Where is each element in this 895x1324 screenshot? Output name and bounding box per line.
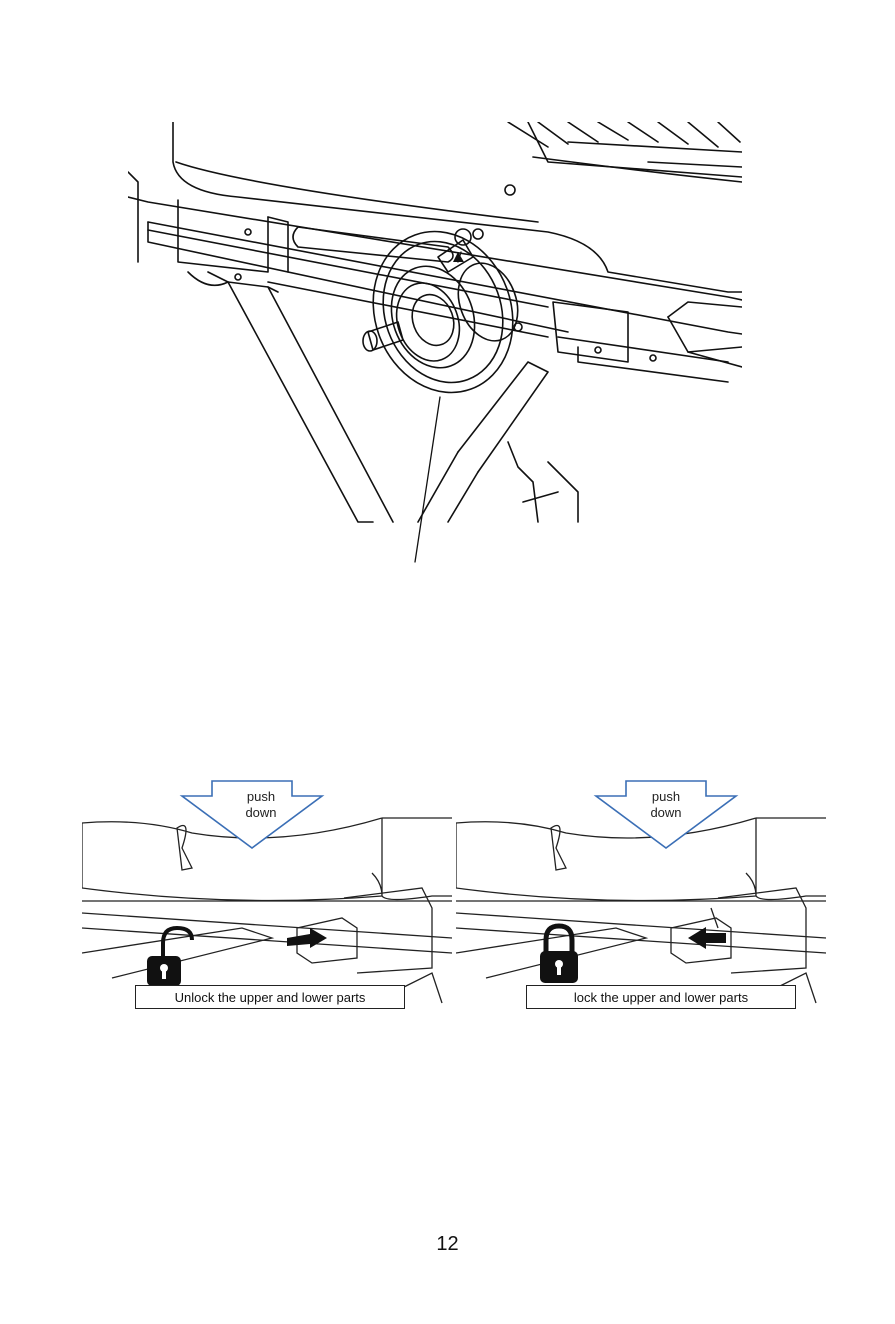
grill-handwheel-illustration xyxy=(128,122,742,582)
push-down-label-left: push down xyxy=(226,789,296,821)
lock-caption: lock the upper and lower parts xyxy=(526,985,796,1009)
page-number: 12 xyxy=(0,1233,895,1256)
unlock-caption: Unlock the upper and lower parts xyxy=(135,985,405,1009)
push-down-label-right: push down xyxy=(631,789,701,821)
